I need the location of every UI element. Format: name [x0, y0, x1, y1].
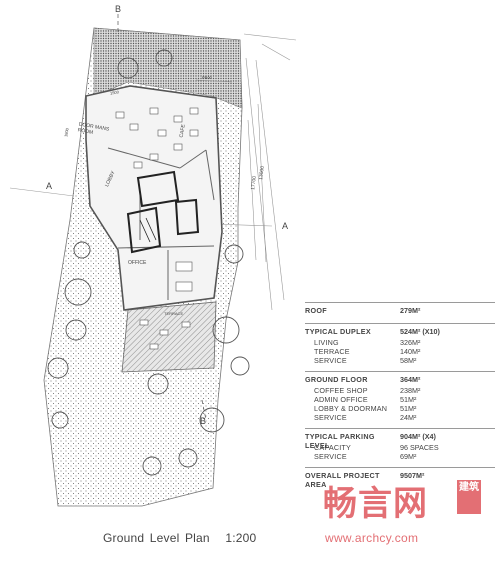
section-marker-top: B: [115, 4, 122, 14]
section-marker-left: A: [46, 181, 53, 191]
caption-scale: 1:200: [225, 531, 257, 545]
schedule-item-name: COFFEE SHOP: [314, 386, 368, 395]
schedule-section-name: OVERALL PROJECT AREA: [305, 471, 380, 489]
schedule-item: SERVICE 24M²: [305, 413, 495, 422]
watermark-logo: 畅言网 建筑 www.archcy.com: [305, 476, 495, 556]
schedule-section-header: GROUND FLOOR 364M²: [305, 371, 495, 386]
schedule-item-value: 140M²: [400, 347, 421, 356]
schedule-section-header: TYPICAL DUPLEX 524M² (X10): [305, 323, 495, 338]
area-schedule: ROOF 279M² TYPICAL DUPLEX 524M² (X10) LIVING…: [305, 302, 495, 489]
schedule-section: TYPICAL PARKING LEVEL 904M² (X4) CAPACITY 9…: [305, 428, 495, 467]
room-label-terrace: TERRACE: [164, 311, 184, 316]
floor-plan: [9, 14, 297, 507]
watermark-badge: 建筑: [457, 480, 481, 514]
schedule-item-name: SERVICE: [314, 356, 347, 365]
schedule-section-value: 9507M²: [400, 471, 425, 480]
schedule-item-value: 96 SPACES: [400, 443, 439, 452]
schedule-item-name: CAPACITY: [314, 443, 352, 452]
schedule-item: SERVICE 58M²: [305, 356, 495, 365]
schedule-section-header: OVERALL PROJECT AREA 9507M²: [305, 467, 495, 489]
section-marker-bottom: B: [200, 416, 207, 426]
dimension-label-3: PB00: [202, 75, 212, 80]
furniture: [115, 107, 199, 350]
schedule-section-header: TYPICAL PARKING LEVEL 904M² (X4): [305, 428, 495, 450]
schedule-item-value: 326M²: [400, 338, 421, 347]
schedule-item: SERVICE 69M²: [305, 452, 495, 461]
schedule-item: LOBBY & DOORMAN 51M²: [305, 404, 495, 413]
schedule-section-value: 279M²: [400, 306, 421, 315]
schedule-item: CAPACITY 96 SPACES: [305, 443, 495, 452]
schedule-section-value: 364M²: [400, 375, 421, 384]
plan-caption: Ground Level Plan 1:200: [103, 531, 256, 545]
schedule-section-value: 904M² (X4): [400, 432, 436, 441]
section-lines: [117, 14, 207, 421]
room-label-office: OFFICE: [128, 260, 147, 266]
schedule-item: ADMIN OFFICE 51M²: [305, 395, 495, 404]
terrace-area: [121, 301, 217, 373]
schedule-item-name: LOBBY & DOORMAN: [314, 404, 388, 413]
caption-title: Ground Level Plan: [103, 531, 210, 545]
watermark-chinese: 畅言网: [323, 484, 428, 524]
schedule-item: TERRACE 140M²: [305, 347, 495, 356]
schedule-section: ROOF 279M²: [305, 302, 495, 323]
schedule-item-value: 238M²: [400, 386, 421, 395]
schedule-section: OVERALL PROJECT AREA 9507M²: [305, 467, 495, 489]
watermark-url: www.archcy.com: [325, 531, 419, 545]
schedule-section-header: ROOF 279M²: [305, 302, 495, 317]
schedule-item: LIVING 326M²: [305, 338, 495, 347]
schedule-item-name: SERVICE: [314, 452, 347, 461]
schedule-item-value: 69M²: [400, 452, 417, 461]
schedule-item: COFFEE SHOP 238M²: [305, 386, 495, 395]
schedule-item-value: 51M²: [400, 395, 417, 404]
schedule-item-value: 58M²: [400, 356, 417, 365]
schedule-section-name: TYPICAL DUPLEX: [305, 327, 371, 336]
section-marker-right: A: [282, 221, 289, 231]
schedule-section-value: 524M² (X10): [400, 327, 440, 336]
schedule-item-value: 51M²: [400, 404, 417, 413]
schedule-section-name: TYPICAL PARKING LEVEL: [305, 432, 375, 450]
schedule-item-name: TERRACE: [314, 347, 350, 356]
schedule-section-name: ROOF: [305, 306, 327, 315]
schedule-section-name: GROUND FLOOR: [305, 375, 368, 384]
building-core: [126, 170, 200, 254]
schedule-item-value: 24M²: [400, 413, 417, 422]
schedule-item-name: ADMIN OFFICE: [314, 395, 368, 404]
interior-walls: [107, 147, 215, 300]
schedule-item-name: SERVICE: [314, 413, 347, 422]
building-footprint: [85, 85, 223, 311]
dimension-lines: [195, 79, 267, 263]
schedule-item-name: LIVING: [314, 338, 339, 347]
trees: [47, 49, 250, 476]
